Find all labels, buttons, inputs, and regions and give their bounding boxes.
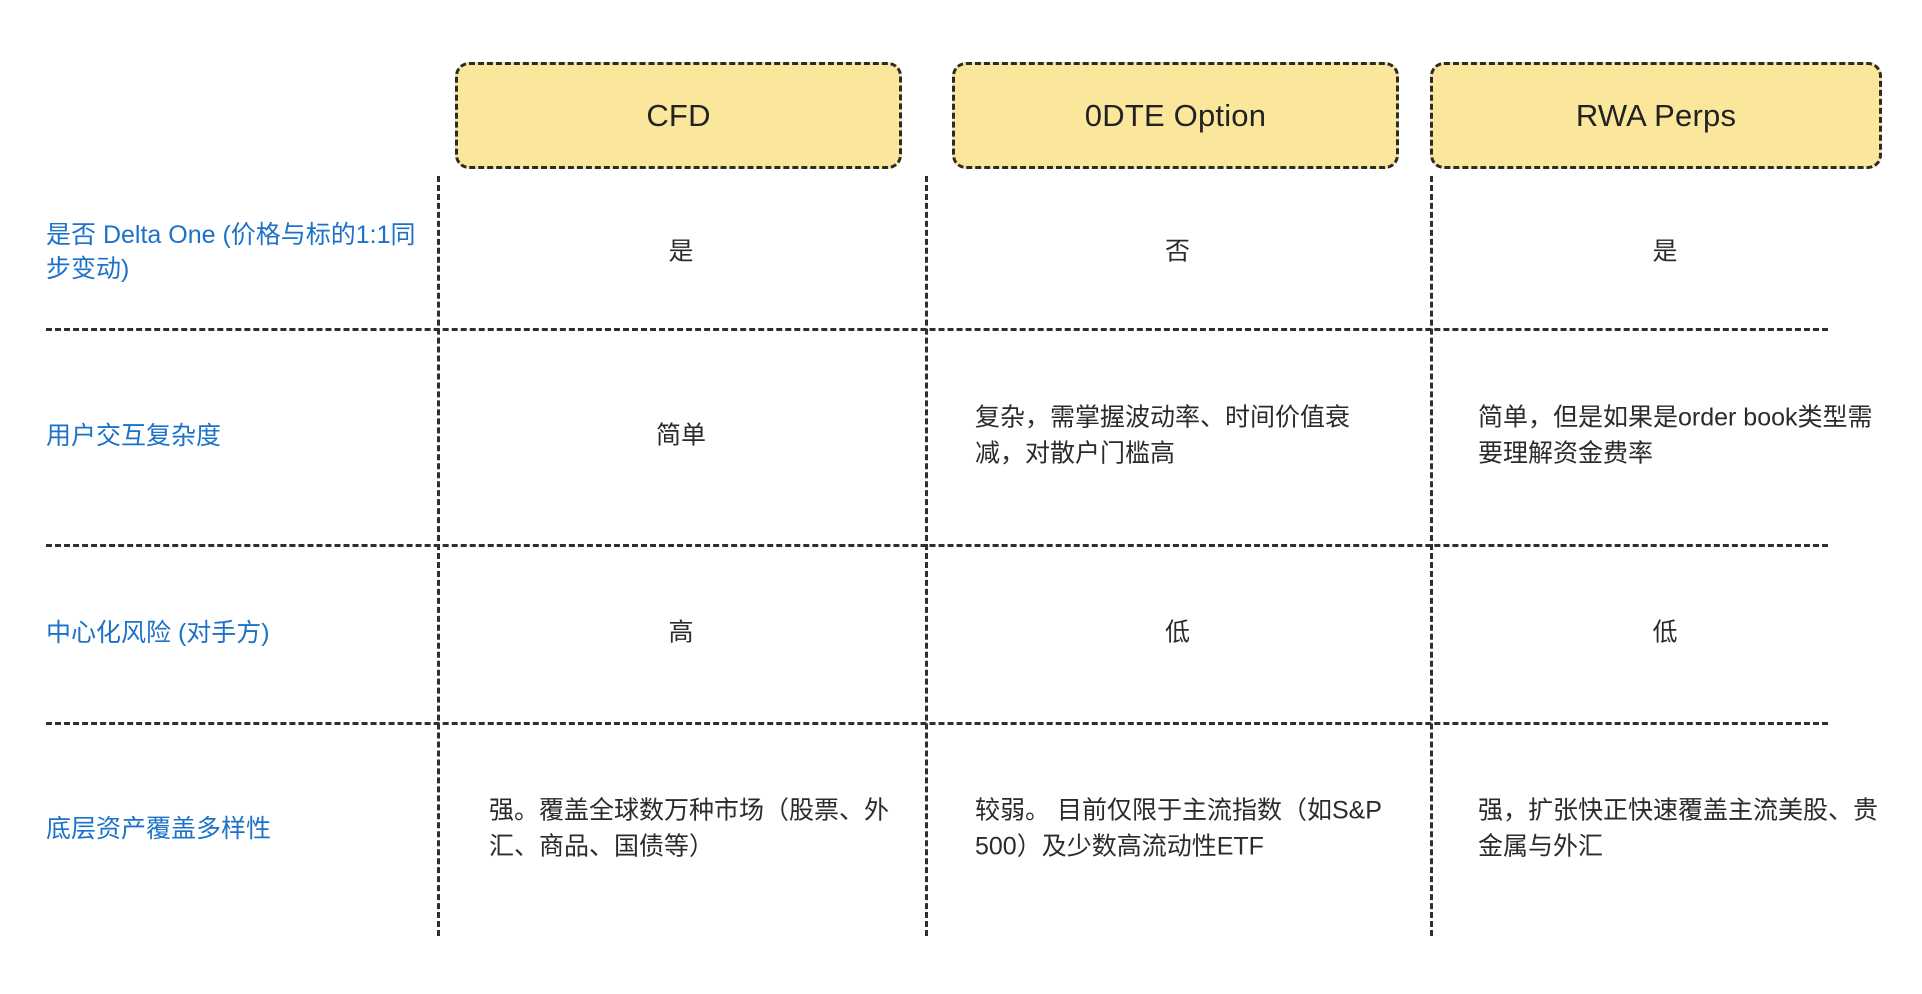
column-divider-3 xyxy=(1430,176,1433,936)
row-label-delta-one: 是否 Delta One (价格与标的1:1同步变动) xyxy=(46,221,416,283)
column-header-label: 0DTE Option xyxy=(1084,98,1267,133)
column-header-label: CFD xyxy=(646,98,711,133)
column-header-rwa-perps[interactable]: RWA Perps xyxy=(1430,62,1882,169)
column-divider-1 xyxy=(437,176,440,936)
row-divider-2 xyxy=(46,544,1828,547)
row-divider-3 xyxy=(46,722,1828,725)
row-label-ux-complexity: 用户交互复杂度 xyxy=(46,422,222,450)
cell-r1-c0: 简单 xyxy=(655,421,706,450)
table-row: 底层资产覆盖多样性 强。覆盖全球数万种市场（股票、外汇、商品、国债等） 较弱。 … xyxy=(0,722,1922,936)
cell-r1-c1: 复杂，需掌握波动率、时间价值衰减，对散户门槛高 xyxy=(975,403,1351,468)
cell-r3-c1: 较弱。 目前仅限于主流指数（如S&P 500）及少数高流动性ETF xyxy=(975,796,1382,861)
table-row: 中心化风险 (对手方) 高 低 低 xyxy=(0,544,1922,722)
cell-r1-c2: 简单，但是如果是order book类型需要理解资金费率 xyxy=(1478,403,1873,468)
cell-r0-c2: 是 xyxy=(1652,237,1678,266)
row-label-asset-coverage: 底层资产覆盖多样性 xyxy=(46,815,272,843)
cell-r2-c0: 高 xyxy=(668,618,694,647)
table-header-row: CFD 0DTE Option RWA Perps xyxy=(0,0,1922,170)
table-row: 是否 Delta One (价格与标的1:1同步变动) 是 否 是 xyxy=(0,176,1922,328)
row-label-centralization-risk: 中心化风险 (对手方) xyxy=(46,619,270,647)
cell-r2-c1: 低 xyxy=(1164,618,1190,647)
cell-r3-c2: 强，扩张快正快速覆盖主流美股、贵金属与外汇 xyxy=(1478,796,1879,861)
column-header-label: RWA Perps xyxy=(1575,98,1737,133)
table-row: 用户交互复杂度 简单 复杂，需掌握波动率、时间价值衰减，对散户门槛高 简单，但是… xyxy=(0,328,1922,544)
column-header-cfd[interactable]: CFD xyxy=(455,62,902,169)
column-header-0dte-option[interactable]: 0DTE Option xyxy=(952,62,1399,169)
cell-r2-c2: 低 xyxy=(1652,618,1678,647)
column-divider-2 xyxy=(925,176,928,936)
cell-r3-c0: 强。覆盖全球数万种市场（股票、外汇、商品、国债等） xyxy=(489,796,890,861)
cell-r0-c0: 是 xyxy=(668,237,694,266)
cell-r0-c1: 否 xyxy=(1164,237,1190,266)
row-divider-1 xyxy=(46,328,1828,331)
